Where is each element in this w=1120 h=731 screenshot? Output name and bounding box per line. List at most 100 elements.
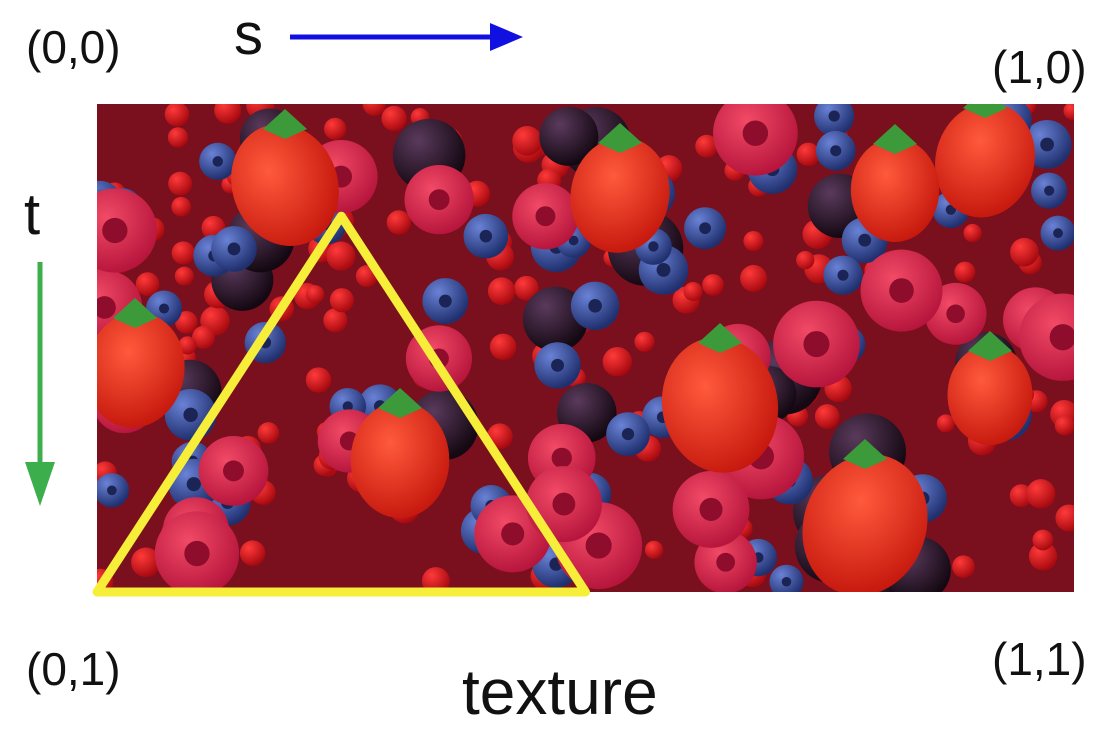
currant [740, 264, 767, 292]
currant [702, 274, 724, 296]
blueberry-crown [1053, 228, 1063, 239]
raspberry-core [699, 497, 723, 521]
strawberry-leaves [598, 123, 642, 153]
currant [381, 105, 407, 131]
raspberry-core [716, 552, 736, 572]
currant [168, 171, 192, 196]
blueberry-crown [656, 263, 671, 277]
strawberry-leaves [968, 331, 1012, 361]
strawberry [947, 345, 1033, 445]
currant [602, 347, 632, 377]
blueberry-crown [212, 156, 224, 167]
strawberry-leaves [263, 109, 307, 139]
strawberry-leaves [113, 298, 157, 328]
currant [323, 308, 348, 333]
currant [963, 223, 982, 243]
raspberry-core [803, 331, 830, 358]
uv-triangle [92, 211, 590, 597]
currant [954, 261, 976, 283]
currant [324, 117, 347, 140]
raspberry-core [1049, 324, 1074, 351]
strawberry [661, 337, 779, 473]
blueberry-crown [588, 299, 602, 313]
currant [634, 331, 655, 352]
currant [1028, 542, 1058, 571]
blackberry [539, 106, 599, 166]
blueberry-crown [621, 427, 635, 441]
currant [1026, 479, 1056, 509]
currant [239, 540, 266, 566]
blueberry-crown [183, 407, 198, 423]
strawberry [570, 137, 670, 253]
blueberry-crown [699, 222, 711, 235]
currant [421, 567, 450, 592]
corner-label-bottom-left: (0,1) [26, 643, 121, 695]
currant [135, 272, 160, 296]
blueberry-crown [1040, 137, 1054, 152]
currant [174, 266, 194, 286]
currant [796, 250, 815, 270]
raspberry-core [742, 120, 769, 146]
currant [178, 336, 197, 355]
strawberry-leaves [873, 124, 917, 154]
raspberry-core [552, 492, 576, 516]
currant [214, 104, 242, 124]
t-axis-arrow [25, 262, 55, 506]
strawberry [935, 104, 1035, 218]
blueberry-crown [438, 294, 452, 308]
corner-label-top-left: (0,0) [26, 21, 121, 73]
currant [814, 404, 840, 429]
raspberry-core [585, 532, 612, 559]
currant [305, 285, 325, 304]
currant [171, 196, 191, 217]
currant [164, 104, 190, 127]
blueberry-crown [648, 241, 659, 252]
strawberry-leaves [963, 104, 1007, 118]
raspberry-core [946, 304, 965, 324]
texture-image [97, 104, 1074, 592]
currant [743, 231, 764, 252]
strawberry-leaves [843, 439, 887, 469]
currant [796, 142, 821, 167]
corner-label-top-right: (1,0) [992, 41, 1087, 93]
strawberry-leaves [378, 388, 422, 418]
currant [326, 241, 356, 271]
currant [386, 210, 411, 235]
currant [305, 367, 332, 393]
blueberry-crown [837, 269, 849, 281]
strawberry [802, 454, 928, 592]
raspberry-core [551, 447, 572, 468]
blueberry-crown [781, 576, 792, 587]
raspberry-core [535, 206, 556, 227]
raspberry-core [428, 189, 450, 211]
currant [171, 241, 195, 265]
raspberry-core [889, 278, 914, 303]
currant [683, 281, 703, 302]
currant [1010, 237, 1039, 267]
currant [257, 422, 280, 444]
raspberry-core [184, 540, 210, 567]
raspberry-core [501, 522, 525, 546]
currant [514, 275, 539, 301]
strawberry [850, 138, 940, 242]
blueberry-crown [158, 303, 170, 314]
strawberry-leaves [698, 323, 742, 353]
blueberry-crown [568, 235, 579, 246]
currant [131, 547, 161, 578]
raspberry-core [97, 296, 116, 319]
blueberry-crown [858, 233, 872, 247]
blueberry-crown [342, 401, 353, 412]
currant [695, 134, 719, 158]
currant [167, 127, 189, 148]
blueberry-crown [186, 477, 201, 492]
currant [1054, 415, 1074, 436]
s-axis-arrow [290, 23, 523, 51]
currant [1055, 504, 1074, 532]
currant [1063, 104, 1074, 121]
axis-label-s: s [234, 2, 263, 67]
strawberry [97, 312, 185, 428]
blueberry-crown [830, 145, 842, 157]
blueberry-crown [551, 358, 565, 372]
currant [329, 288, 354, 313]
